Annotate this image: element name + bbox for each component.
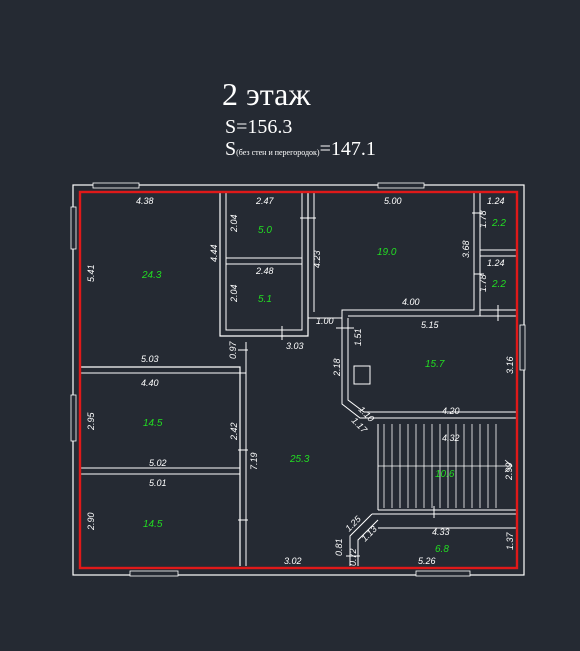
floor-title: 2 этаж [222, 76, 311, 112]
window [70, 206, 77, 250]
dimension-label: 5.01 [149, 478, 167, 488]
dimension-label: 0.81 [334, 538, 344, 556]
dimension-label: 5.03 [141, 354, 159, 364]
dimension-label: 1.51 [353, 328, 363, 346]
window [415, 570, 471, 577]
dimension-label: 4.38 [136, 196, 154, 206]
room-area: 25.3 [289, 454, 310, 465]
window [377, 182, 425, 189]
dimension-label: 3.03 [286, 341, 304, 351]
dimension-label: 4.00 [402, 297, 420, 307]
window [129, 570, 179, 577]
dimension-label: 2.47 [255, 196, 275, 206]
stairs [378, 424, 513, 508]
window [519, 324, 526, 371]
dimension-label: 4.32 [442, 433, 460, 443]
room-area: 15.7 [425, 359, 445, 370]
dimension-label: 2.18 [332, 358, 342, 377]
door-marks [238, 212, 499, 557]
dimension-label: 1.00 [316, 316, 334, 326]
dimension-label: 5.26 [418, 556, 436, 566]
net-area-prefix: S [225, 138, 236, 160]
room-area: 14.5 [143, 418, 163, 429]
total-area: S=156.3 [225, 116, 292, 138]
net-area-value: =147.1 [320, 138, 376, 160]
dimension-label: 5.02 [149, 458, 167, 468]
dimension-label: 3.02 [284, 556, 302, 566]
dimension-label: 2.04 [229, 214, 239, 233]
room-area: 14.5 [143, 519, 163, 530]
dimension-label: 1.78 [478, 210, 488, 228]
net-area-outline [78, 190, 519, 570]
dimension-label: 4.20 [442, 406, 460, 416]
room-area: 10.6 [435, 469, 455, 480]
dimension-label: 2.04 [229, 284, 239, 303]
window [92, 182, 140, 189]
room-area: 5.0 [258, 225, 272, 236]
dimension-label: 4.23 [312, 250, 322, 268]
dimension-label: 1.13 [359, 524, 378, 543]
room-area: 2.2 [491, 218, 506, 229]
windows [70, 182, 526, 577]
dimension-label: 2.99 [504, 462, 514, 481]
dimension-label: 5.15 [421, 320, 440, 330]
dimension-label: 2.42 [229, 422, 239, 441]
dimension-label: 2.95 [86, 411, 96, 431]
dimension-label: 4.44 [209, 244, 219, 262]
dimension-label: 4.40 [141, 378, 159, 388]
dimension-label: 1.24 [487, 258, 505, 268]
net-area-subscript: (без стен и перегородок) [236, 148, 320, 157]
dimension-label: 1.78 [478, 274, 488, 292]
dimension-label: 7.19 [249, 452, 259, 470]
dimension-label: 1.24 [487, 196, 505, 206]
dimension-label: 0.97 [228, 340, 238, 359]
dimension-label: 3.68 [461, 240, 471, 258]
room-areas: 24.3 5.0 5.1 19.0 2.2 2.2 15.7 14.5 14.5… [141, 218, 506, 555]
net-area: S(без стен и перегородок)=147.1 [225, 138, 376, 160]
room-area: 6.8 [435, 544, 449, 555]
room-area: 5.1 [258, 294, 272, 305]
room-area: 19.0 [377, 247, 397, 258]
room-area: 2.2 [491, 279, 506, 290]
dimension-label: 0.72 [348, 548, 358, 566]
dimension-label: 1.37 [505, 531, 515, 550]
interior-walls [80, 192, 517, 566]
dimension-label: 4.33 [432, 527, 450, 537]
window [70, 394, 77, 442]
dimension-label: 5.41 [86, 264, 96, 282]
dimension-label: 3.16 [505, 356, 515, 374]
dimension-label: 2.90 [86, 512, 96, 531]
dimension-label: 5.00 [384, 196, 402, 206]
dimension-label: 2.48 [255, 266, 274, 276]
dimension-label: 1.25 [343, 513, 363, 533]
outer-wall [72, 184, 525, 576]
room-area: 24.3 [141, 270, 162, 281]
